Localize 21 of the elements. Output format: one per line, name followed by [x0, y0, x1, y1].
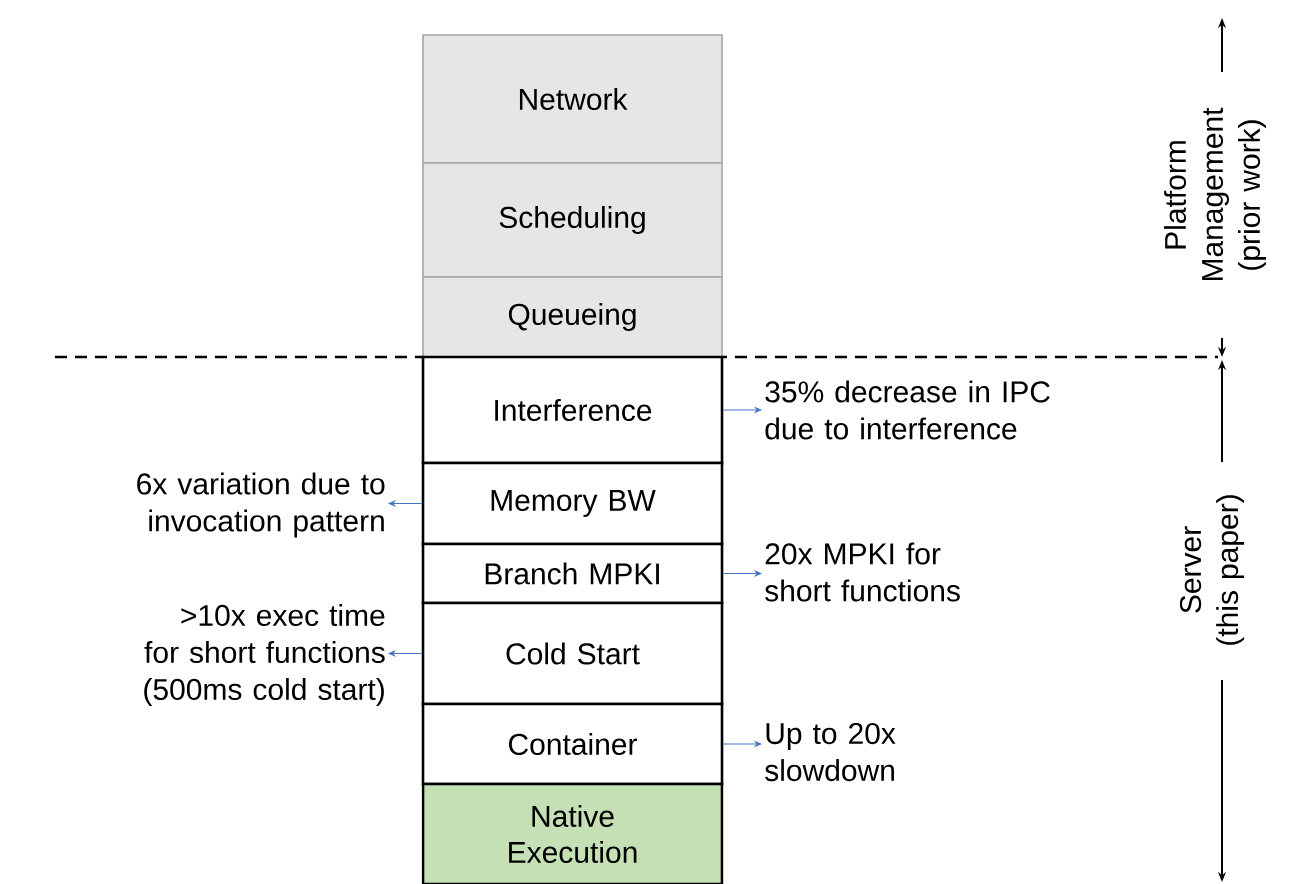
stack-layer-box: Queueing	[422, 276, 723, 358]
stack-layer-box: Scheduling	[422, 162, 723, 278]
stack-layer-box: Native Execution	[421, 782, 724, 884]
stack-layer-box: Network	[422, 34, 723, 164]
arrow	[722, 741, 762, 747]
arrow	[388, 500, 423, 507]
annotation-text: 6x variation due to invocation pattern	[137, 472, 385, 538]
stack-layer-box: Container	[421, 702, 724, 786]
stack-layer-box: Interference	[421, 355, 724, 465]
stack-layer-box: Cold Start	[421, 601, 724, 706]
annotation-text: >10x exec time for short functions (500ms cold start)	[144, 604, 385, 706]
arrow	[722, 407, 762, 413]
annotation-text: 35% decrease in IPC due to interference	[765, 380, 1050, 440]
stack-layer-box: Memory BW	[421, 461, 724, 546]
side-label: Server (this paper)	[1178, 469, 1246, 671]
arrow	[388, 650, 423, 657]
annotation-text: 20x MPKI for short functions	[765, 542, 960, 602]
stack-layer-box: Branch MPKI	[421, 542, 724, 605]
side-label: Platform Management (prior work)	[1163, 94, 1267, 296]
arrow	[722, 570, 762, 577]
annotation-text: Up to 20x slowdown	[765, 722, 896, 782]
